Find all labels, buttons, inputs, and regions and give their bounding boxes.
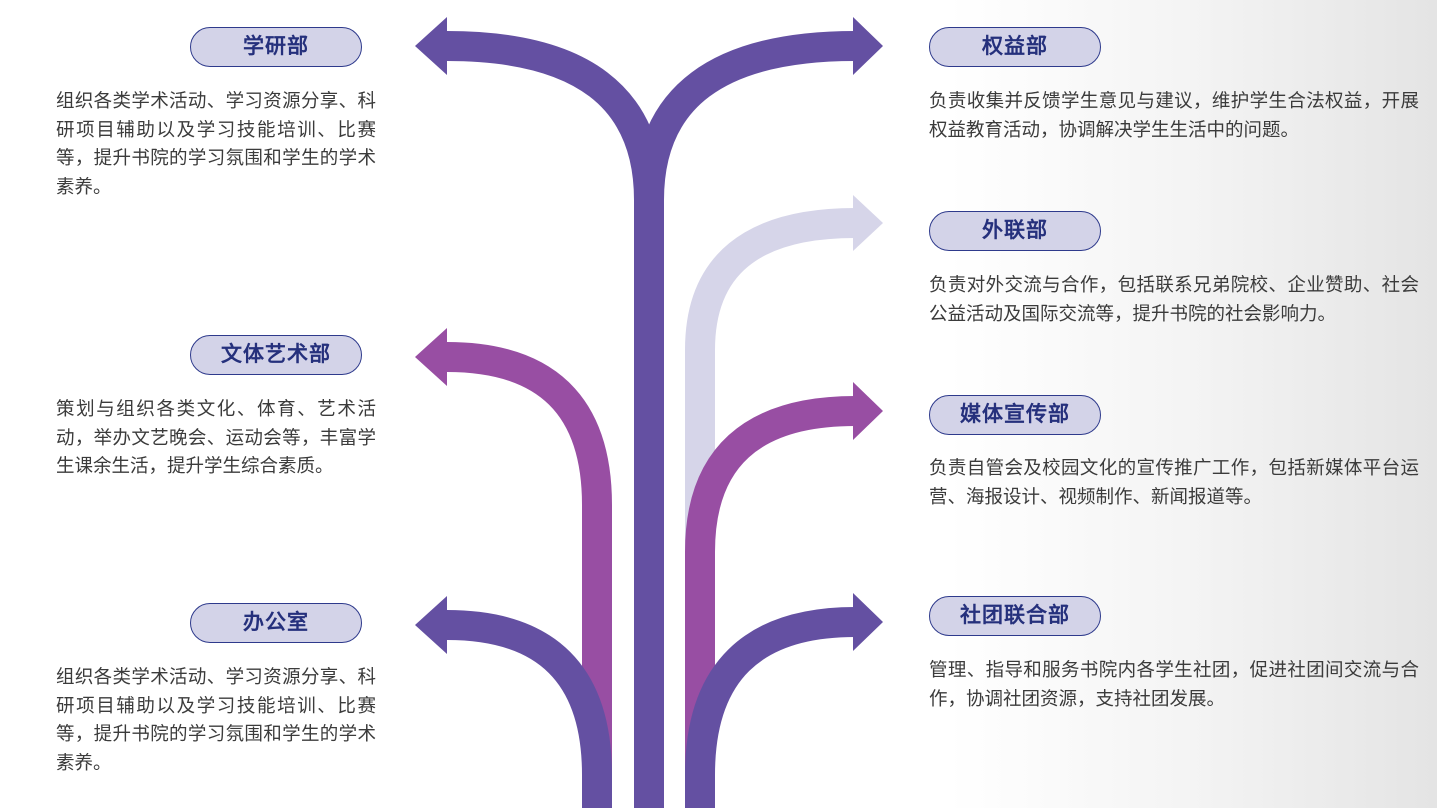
dept-desc-meiti: 负责自管会及校园文化的宣传推广工作，包括新媒体平台运营、海报设计、视频制作、新闻…	[929, 458, 1419, 508]
branch-quanyi	[634, 31, 856, 201]
arrow-bangong	[415, 596, 447, 654]
branch-wenti	[446, 342, 612, 808]
arrow-quanyi	[853, 17, 883, 75]
dept-label-wenti: 文体艺术部	[190, 335, 362, 375]
arrow-wenti	[415, 328, 447, 386]
branch-xueyan	[446, 31, 664, 201]
dept-label-shetuan: 社团联合部	[929, 596, 1101, 636]
dept-desc-wailian: 负责对外交流与合作，包括联系兄弟院校、企业赞助、社会公益活动及国际交流等，提升书…	[929, 275, 1419, 325]
arrow-meiti	[853, 382, 883, 440]
branch-wailian	[685, 208, 856, 808]
dept-label-wailian: 外联部	[929, 211, 1101, 251]
dept-desc-wenti: 策划与组织各类文化、体育、艺术活动，举办文艺晚会、运动会等，丰富学生课余生活，提…	[56, 399, 376, 477]
dept-desc-shetuan: 管理、指导和服务书院内各学生社团，促进社团间交流与合作，协调社团资源，支持社团发…	[929, 660, 1419, 710]
arrow-shetuan	[853, 593, 883, 651]
dept-desc-bangong: 组织各类学术活动、学习资源分享、科研项目辅助以及学习技能培训、比赛等，提升书院的…	[56, 667, 376, 774]
dept-label-meiti: 媒体宣传部	[929, 395, 1101, 435]
dept-desc-quanyi: 负责收集并反馈学生意见与建议，维护学生合法权益，开展权益教育活动，协调解决学生生…	[929, 91, 1419, 141]
branch-meiti	[685, 396, 856, 808]
dept-desc-xueyan: 组织各类学术活动、学习资源分享、科研项目辅助以及学习技能培训、比赛等，提升书院的…	[56, 91, 376, 198]
branch-bangong	[446, 610, 612, 808]
arrow-wailian	[853, 195, 883, 251]
dept-label-quanyi: 权益部	[929, 27, 1101, 67]
dept-label-xueyan: 学研部	[190, 27, 362, 67]
arrow-xueyan	[415, 17, 447, 75]
dept-label-bangong: 办公室	[190, 603, 362, 643]
branch-shetuan	[685, 607, 856, 808]
